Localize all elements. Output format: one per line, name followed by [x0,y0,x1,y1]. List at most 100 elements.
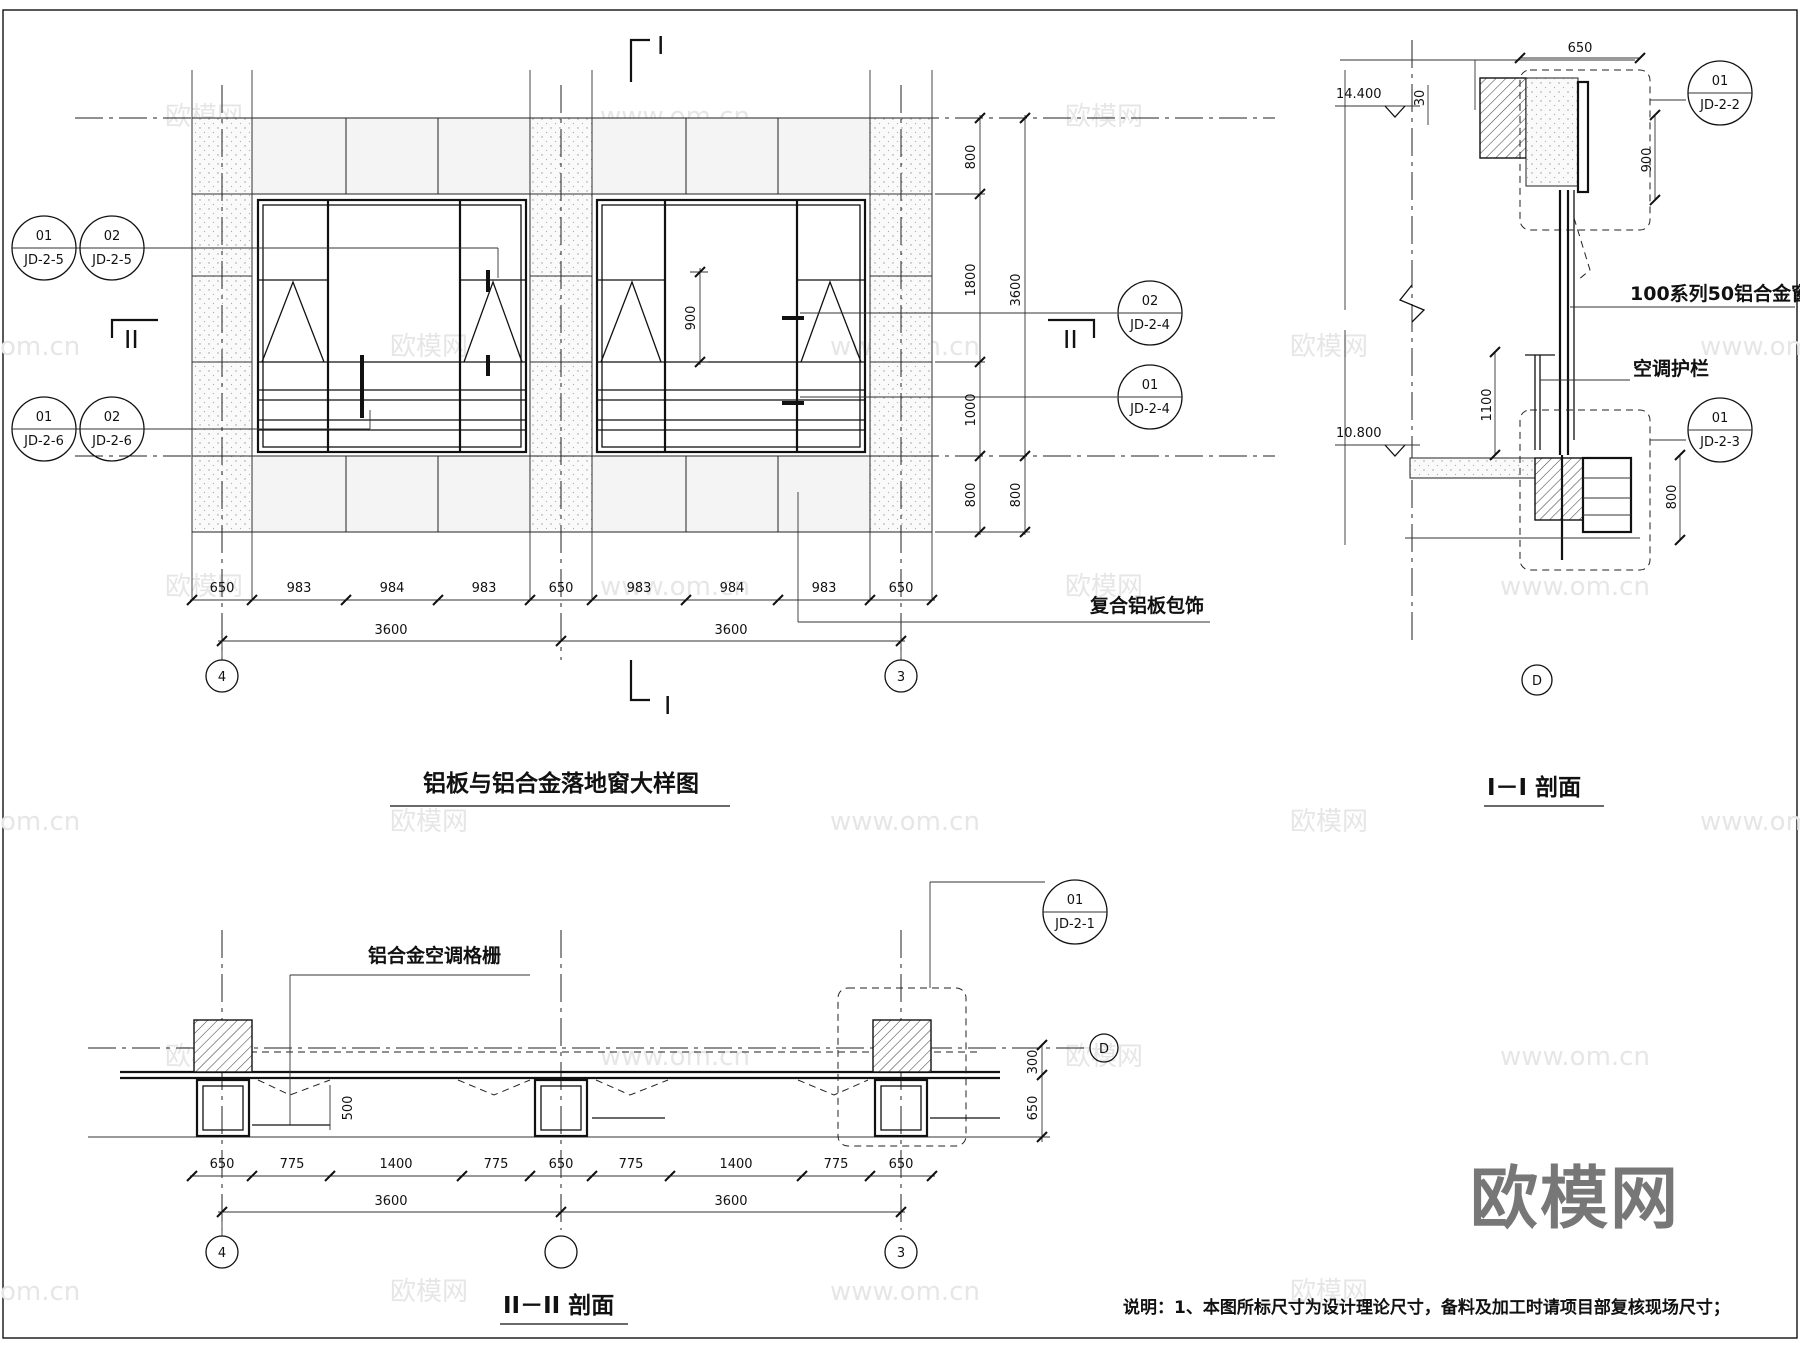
dim-label: 1400 [379,1157,412,1172]
dim-label: 983 [812,581,837,596]
svg-text:02: 02 [1142,294,1159,309]
level-bottom: 10.800 [1336,426,1382,441]
section-mark-bottom: I [664,691,671,720]
brand-logo: 欧模网 [1470,1160,1680,1239]
dim-label: 1000 [964,393,979,426]
svg-text:01: 01 [36,410,53,425]
dim-label: 650 [549,1157,574,1172]
section-marks-elevation: I I II II [110,31,1096,720]
section-1-drawing [1340,40,1795,640]
svg-text:01: 01 [1712,411,1729,426]
label-window: 100系列50铝合金窗 [1630,282,1800,305]
dim-label: 1100 [1480,388,1495,421]
dim-label: 650 [889,581,914,596]
detail-tag: 01 JD-2-1 [1042,879,1108,945]
elevation-detail-tags: 01 JD-2-5 02 JD-2-5 01 JD-2-6 02 JD-2-6 … [11,215,1183,462]
watermark-text: 欧模网 [1065,1042,1143,1072]
drawing-note: 说明：1、本图所标尺寸为设计理论尺寸，备料及加工时请项目部复核现场尺寸； [1123,1297,1730,1318]
label-railing: 空调护栏 [1633,357,1709,380]
section-mark-left: II [124,325,139,354]
dim-label: 650 [210,1157,235,1172]
svg-text:JD-2-3: JD-2-3 [1699,435,1740,450]
window-left [256,198,528,454]
sheet-border [2,9,1798,1339]
detail-tag: 02 JD-2-4 [1117,280,1183,346]
level-top: 14.400 [1336,87,1382,102]
axis-label: 4 [218,670,226,685]
dim-label: 984 [380,581,405,596]
dim-label: 984 [720,581,745,596]
watermark-text: 欧模网 [1065,102,1143,132]
dim-label: 500 [341,1096,356,1121]
watermark-url: www.om.cn [1500,1042,1650,1072]
dim-label: 983 [627,581,652,596]
level-markers: 14.400 10.800 [1335,87,1420,457]
dim-label: 3600 [714,623,747,638]
dim-label: 983 [472,581,497,596]
elevation-title: 铝板与铝合金落地窗大样图 [423,770,699,797]
dim-label: 800 [964,483,979,508]
dim-label: 800 [1665,485,1680,510]
window-right [595,198,867,454]
section-1-title: I－I 剖面 [1487,774,1581,801]
detail-tag: 02 JD-2-6 [79,396,145,462]
svg-text:01: 01 [36,229,53,244]
section-2-axis-bubbles: 4 3 [205,1212,918,1269]
svg-text:JD-2-4: JD-2-4 [1129,318,1170,333]
watermark-text: 欧模网 [165,572,243,602]
svg-text:JD-2-1: JD-2-1 [1054,917,1095,932]
dim-label: 650 [1026,1096,1041,1121]
dim-label: 983 [287,581,312,596]
dim-label: 900 [684,306,699,331]
dim-label: 650 [549,581,574,596]
elevation-vertical-dims: 800 1800 1000 800 3600 800 900 [684,112,1031,538]
section-2-title: II－II 剖面 [503,1292,614,1319]
svg-text:JD-2-6: JD-2-6 [23,434,64,449]
detail-tag: 01 JD-2-5 [11,215,77,281]
svg-text:02: 02 [104,229,121,244]
dim-label: 775 [619,1157,644,1172]
watermark-url: www.om.cn [600,572,750,602]
dim-label: 3600 [714,1194,747,1209]
watermark-url: om.cn [0,332,80,362]
dim-label: 650 [1568,41,1593,56]
section-1-axis-bubble: D [1521,664,1553,696]
watermark-text: 欧模网 [390,332,468,362]
section-1-dims: 650 30 900 1100 800 [1413,41,1686,546]
detail-tag: 01 JD-2-2 [1687,60,1753,126]
watermark-url: www.om.cn [1500,572,1650,602]
dim-label: 3600 [374,623,407,638]
elevation-note: 复合铝板包饰 [1089,594,1204,617]
watermark-text: 欧模网 [1290,332,1368,362]
dim-label: 900 [1640,148,1655,173]
svg-text:JD-2-2: JD-2-2 [1699,98,1740,113]
svg-text:JD-2-4: JD-2-4 [1129,402,1170,417]
label-grille: 铝合金空调格栅 [368,944,501,967]
dim-label: 3600 [374,1194,407,1209]
watermark-text: 欧模网 [1290,807,1368,837]
watermark-url: www.om.cn [600,1042,750,1072]
svg-text:01: 01 [1067,893,1084,908]
svg-text:02: 02 [104,410,121,425]
svg-text:01: 01 [1712,74,1729,89]
section-2-dims: 650 775 1400 775 650 775 1400 775 650 36… [186,1039,1048,1218]
watermark-text: 欧模网 [1065,572,1143,602]
watermark-url: om.cn [0,807,80,837]
watermark-text: 欧模网 [390,1277,468,1307]
dim-label: 650 [210,581,235,596]
svg-text:JD-2-5: JD-2-5 [23,253,64,268]
watermark-url: om.cn [0,1277,80,1307]
watermark-text: 欧模网 [1290,1277,1368,1307]
svg-text:JD-2-6: JD-2-6 [91,434,132,449]
detail-tag: 01 JD-2-4 [1117,364,1183,430]
dim-label: 30 [1413,90,1428,107]
axis-label: 3 [897,670,905,685]
section-2-side-axis: D [1089,1033,1119,1063]
watermark-text: 欧模网 [390,807,468,837]
elevation-horizontal-dims: 650 983 984 983 650 983 984 983 650 3600… [186,581,938,660]
watermark-url: www.om.cn [1700,332,1800,362]
watermark-url: www.om.cn [1700,807,1800,837]
axis-label: 4 [218,1246,226,1261]
dim-label: 300 [1026,1050,1041,1075]
